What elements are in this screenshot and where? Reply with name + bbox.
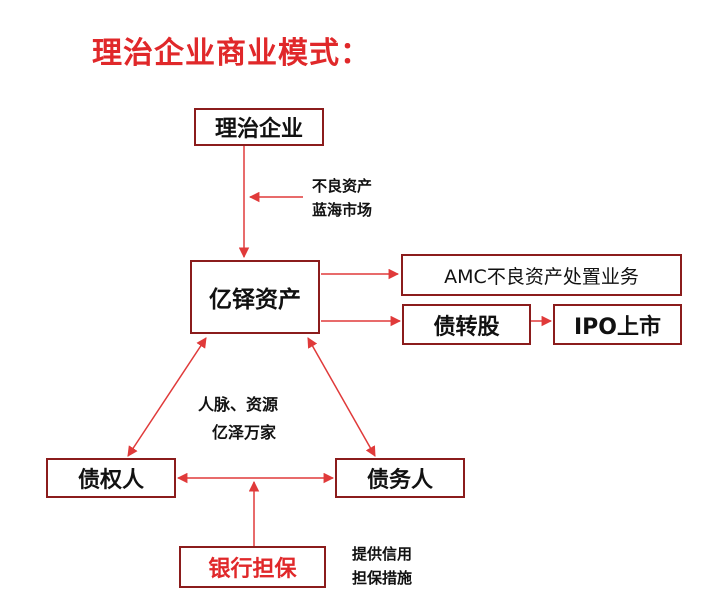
arrow-yize-creditor bbox=[127, 337, 207, 457]
node-creditor: 债权人 bbox=[46, 458, 176, 498]
note-bottom: 提供信用 担保措施 bbox=[352, 542, 412, 590]
note-top-line2: 蓝海市场 bbox=[312, 201, 373, 219]
node-lizhi-enterprise: 理治企业 bbox=[194, 108, 324, 146]
node-debtor: 债务人 bbox=[335, 458, 465, 498]
arrow-yize-debtor bbox=[307, 337, 376, 457]
note-bottom-line2: 担保措施 bbox=[352, 569, 413, 587]
note-middle-line1: 人脉、资源 bbox=[198, 395, 279, 414]
note-top: 不良资产 蓝海市场 bbox=[312, 174, 372, 222]
note-middle-line2: 亿泽万家 bbox=[212, 423, 277, 442]
page-title: 理治企业商业模式： bbox=[92, 36, 371, 71]
node-amc-business: AMC不良资产处置业务 bbox=[401, 254, 682, 296]
note-top-line1: 不良资产 bbox=[312, 177, 373, 195]
node-debt-to-equity: 债转股 bbox=[402, 304, 531, 345]
node-ipo-listing: IPO上市 bbox=[553, 304, 682, 345]
node-bank-guarantee: 银行担保 bbox=[179, 546, 326, 588]
node-yize-assets: 亿铎资产 bbox=[190, 260, 320, 334]
note-bottom-line1: 提供信用 bbox=[352, 545, 413, 563]
note-middle: 人脉、资源 亿泽万家 bbox=[198, 391, 278, 447]
